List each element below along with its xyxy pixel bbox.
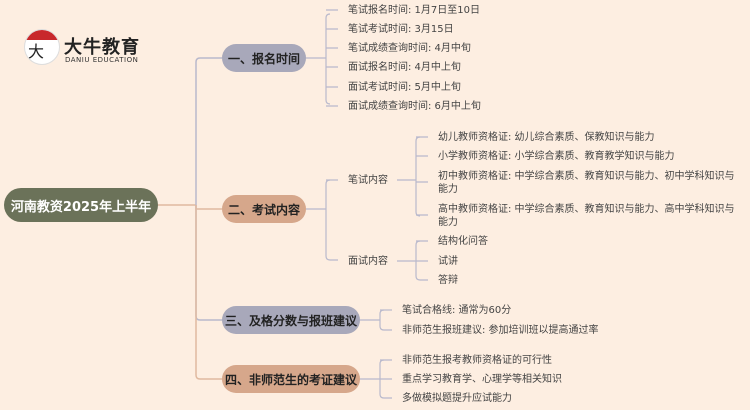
leaf-node[interactable]: 初中教师资格证: 中学综合素质、教育知识与能力、初中学科知识与能力 [438, 171, 735, 195]
logo-title: 大牛教育 [64, 37, 140, 58]
branch-node-registration-time[interactable]: 一、报名时间 [222, 44, 306, 72]
leaf-node[interactable]: 笔试合格线: 通常为60分 [402, 305, 512, 316]
leaf-node[interactable]: 笔试考试时间: 3月15日 [348, 24, 454, 35]
sub-node-written-content[interactable]: 笔试内容 [348, 175, 388, 186]
brand-logo: 大牛 大牛教育 DANIU EDUCATION [24, 29, 144, 71]
branch-node-exam-content[interactable]: 二、考试内容 [222, 195, 306, 223]
branch-node-passing-score[interactable]: 三、及格分数与报班建议 [222, 306, 360, 334]
leaf-node[interactable]: 笔试成绩查询时间: 4月中旬 [348, 43, 471, 54]
leaf-node[interactable]: 笔试报名时间: 1月7日至10日 [348, 5, 480, 16]
logo-subtitle: DANIU EDUCATION [65, 56, 139, 64]
sub-node-interview-content[interactable]: 面试内容 [348, 256, 388, 267]
root-node[interactable]: 河南教资2025年上半年 [4, 188, 158, 222]
branch-node-non-normal-students[interactable]: 四、非师范生的考证建议 [222, 365, 360, 393]
leaf-node[interactable]: 非师范生报考教师资格证的可行性 [402, 355, 552, 366]
leaf-node[interactable]: 面试报名时间: 4月中上旬 [348, 62, 461, 73]
leaf-node[interactable]: 非师范生报班建议: 参加培训班以提高通过率 [402, 325, 599, 336]
leaf-node[interactable]: 试讲 [438, 256, 458, 267]
leaf-node[interactable]: 答辩 [438, 275, 458, 286]
leaf-node[interactable]: 结构化问答 [438, 236, 488, 247]
leaf-node[interactable]: 多做模拟题提升应试能力 [402, 393, 512, 404]
leaf-node[interactable]: 小学教师资格证: 小学综合素质、教育教学知识与能力 [438, 151, 675, 162]
leaf-node[interactable]: 重点学习教育学、心理学等相关知识 [402, 374, 562, 385]
leaf-node[interactable]: 幼儿教师资格证: 幼儿综合素质、保教知识与能力 [438, 132, 655, 143]
leaf-node[interactable]: 高中教师资格证: 中学综合素质、教育知识与能力、高中学科知识与能力 [438, 204, 735, 228]
leaf-node[interactable]: 面试成绩查询时间: 6月中上旬 [348, 101, 481, 112]
logo-badge-icon: 大牛 [24, 29, 60, 65]
leaf-node[interactable]: 面试考试时间: 5月中上旬 [348, 82, 461, 93]
